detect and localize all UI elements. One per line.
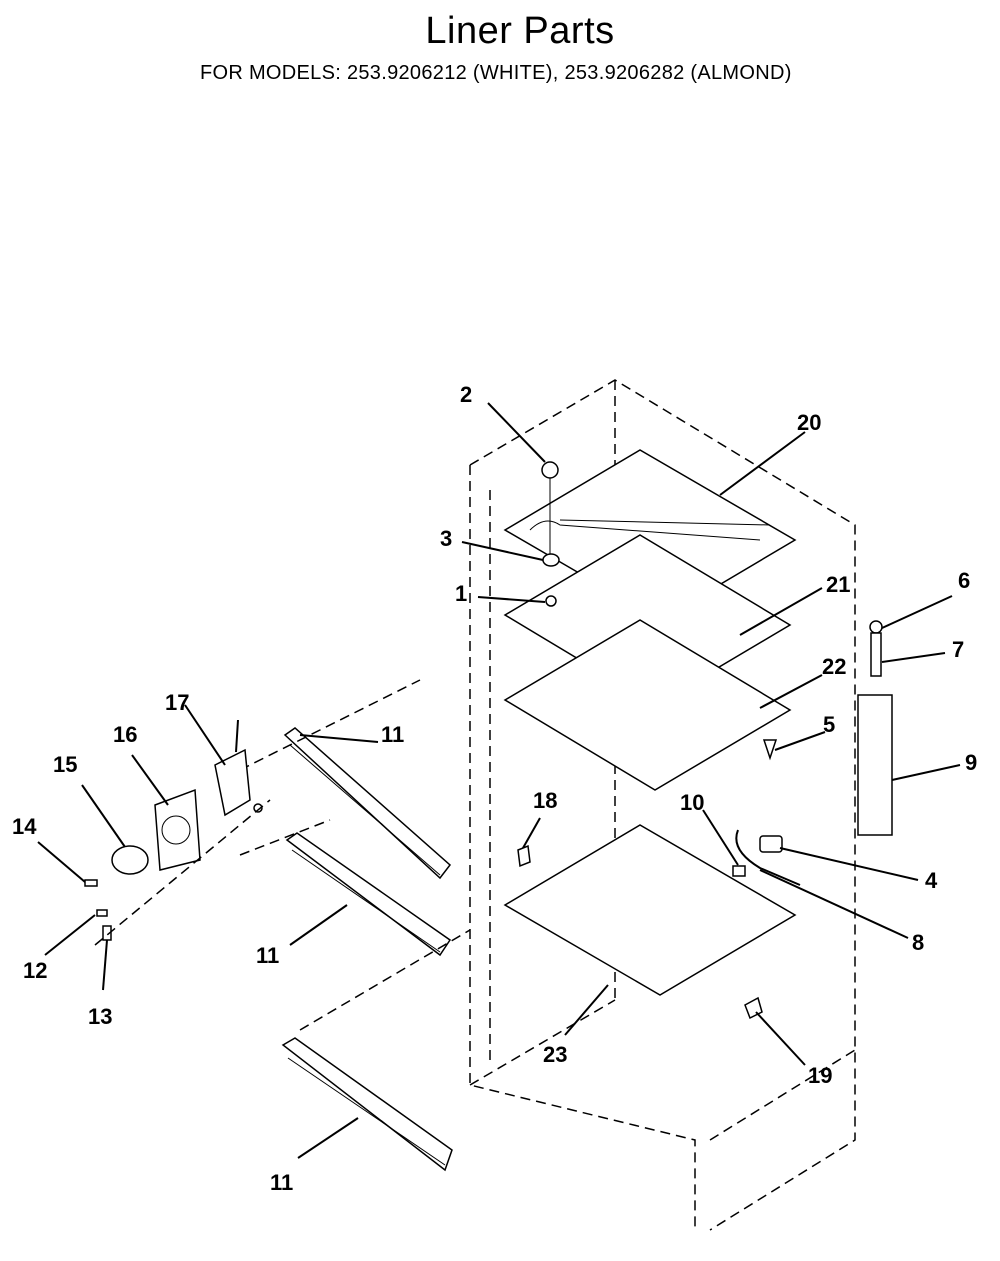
callout-13: 13 bbox=[88, 1004, 112, 1029]
part-5-screw bbox=[762, 739, 778, 761]
callout-17: 17 bbox=[165, 690, 189, 715]
callout-15: 15 bbox=[53, 752, 77, 777]
callout-10: 10 bbox=[680, 790, 704, 815]
callout-22: 22 bbox=[822, 654, 846, 679]
evaporator-shelf-22 bbox=[503, 619, 792, 791]
callout-4: 4 bbox=[925, 868, 938, 893]
callout-11-upper: 11 bbox=[381, 722, 404, 747]
callout-19: 19 bbox=[808, 1063, 832, 1088]
part-18-bracket bbox=[517, 844, 531, 868]
part-10-clip bbox=[732, 865, 746, 877]
evaporator-shelf-23 bbox=[503, 824, 797, 996]
part-4-connector bbox=[759, 835, 783, 853]
part-15-knob bbox=[111, 845, 149, 875]
callout-23: 23 bbox=[543, 1042, 567, 1067]
callout-11-middle: 11 bbox=[256, 943, 279, 968]
part-17-thermostat bbox=[214, 748, 251, 817]
callout-1: 1 bbox=[455, 581, 467, 606]
callout-labels: 2 3 1 20 21 22 6 7 9 5 4 8 10 18 19 23 1… bbox=[12, 382, 977, 1195]
callout-2: 2 bbox=[460, 382, 472, 407]
callout-5: 5 bbox=[823, 712, 835, 737]
part-8-wire bbox=[735, 829, 801, 886]
callout-11-lower: 11 bbox=[270, 1170, 293, 1195]
callout-3: 3 bbox=[440, 526, 452, 551]
callout-18: 18 bbox=[533, 788, 557, 813]
callout-21: 21 bbox=[826, 572, 850, 597]
callout-20: 20 bbox=[797, 410, 821, 435]
shelf-rail-upper bbox=[283, 727, 452, 880]
models-subtitle: FOR MODELS: 253.9206212 (WHITE), 253.920… bbox=[200, 62, 792, 84]
part-3-washer bbox=[542, 553, 560, 567]
part-9-heater bbox=[857, 694, 893, 836]
shelf-rail-middle bbox=[285, 832, 452, 957]
callout-14: 14 bbox=[12, 814, 37, 839]
part-16-bracket bbox=[154, 788, 201, 871]
callout-7: 7 bbox=[952, 637, 964, 662]
part-7-tube bbox=[870, 632, 882, 677]
callout-8: 8 bbox=[912, 930, 924, 955]
leader-lines bbox=[37, 402, 961, 1159]
shelf-rail-lower bbox=[281, 1037, 453, 1172]
callout-6: 6 bbox=[958, 568, 970, 593]
page-title: Liner Parts bbox=[425, 10, 615, 52]
part-1-screw bbox=[545, 595, 557, 607]
callout-16: 16 bbox=[113, 722, 137, 747]
callout-9: 9 bbox=[965, 750, 977, 775]
part-14-screw bbox=[84, 879, 98, 887]
part-6-cap bbox=[869, 620, 883, 634]
thermostat-assembly bbox=[84, 719, 271, 946]
part-2-grommet bbox=[541, 461, 559, 479]
callout-12: 12 bbox=[23, 958, 47, 983]
part-12-clip bbox=[96, 909, 108, 917]
